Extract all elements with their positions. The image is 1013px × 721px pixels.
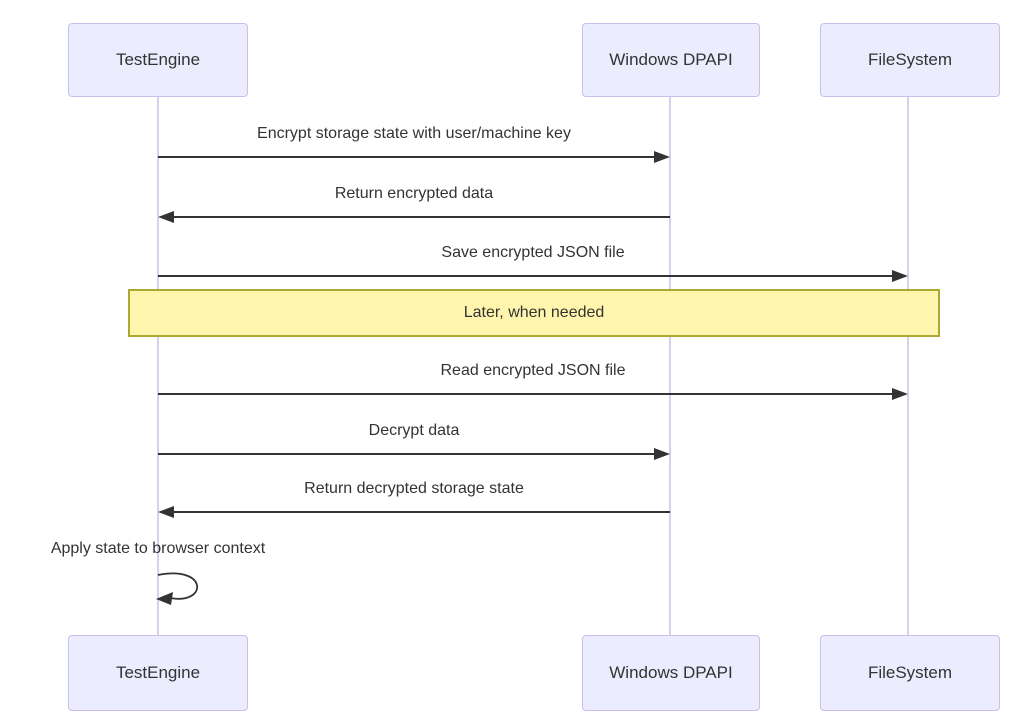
actor-bottom-windows-dpapi: Windows DPAPI [582,635,760,711]
message-label: Encrypt storage state with user/machine … [257,125,571,142]
lifeline-filesystem [907,97,909,635]
actor-label: Windows DPAPI [609,50,733,69]
lifeline-windows-dpapi [669,97,671,635]
lifeline-testengine [157,97,159,635]
arrowhead-right-icon [892,388,908,400]
message-line [158,453,656,455]
arrowhead-right-icon [892,270,908,282]
actor-label: TestEngine [115,50,201,69]
actor-label: TestEngine [115,663,201,682]
note-later-when-needed: Later, when needed [128,289,940,337]
arrowhead-left-icon [158,506,174,518]
message-label: Return encrypted data [334,185,494,202]
message-label: Read encrypted JSON file [440,362,626,379]
actor-top-windows-dpapi: Windows DPAPI [582,23,760,97]
self-loop-arrow-icon [156,572,198,605]
message-line [158,275,892,277]
actor-label: Windows DPAPI [609,663,733,682]
actor-label: FileSystem [867,50,953,69]
actor-top-testengine: TestEngine [68,23,248,97]
message-line [158,393,892,395]
note-label: Later, when needed [463,304,605,321]
message-line [174,216,670,218]
actor-label: FileSystem [867,663,953,682]
arrowhead-right-icon [654,448,670,460]
message-label: Save encrypted JSON file [441,244,625,261]
actor-bottom-testengine: TestEngine [68,635,248,711]
arrowhead-left-icon [158,211,174,223]
message-label: Decrypt data [368,422,460,439]
message-label: Apply state to browser context [50,540,266,557]
message-line [174,511,670,513]
message-line [158,156,656,158]
arrowhead-right-icon [654,151,670,163]
actor-bottom-filesystem: FileSystem [820,635,1000,711]
message-label: Return decrypted storage state [304,480,524,497]
actor-top-filesystem: FileSystem [820,23,1000,97]
